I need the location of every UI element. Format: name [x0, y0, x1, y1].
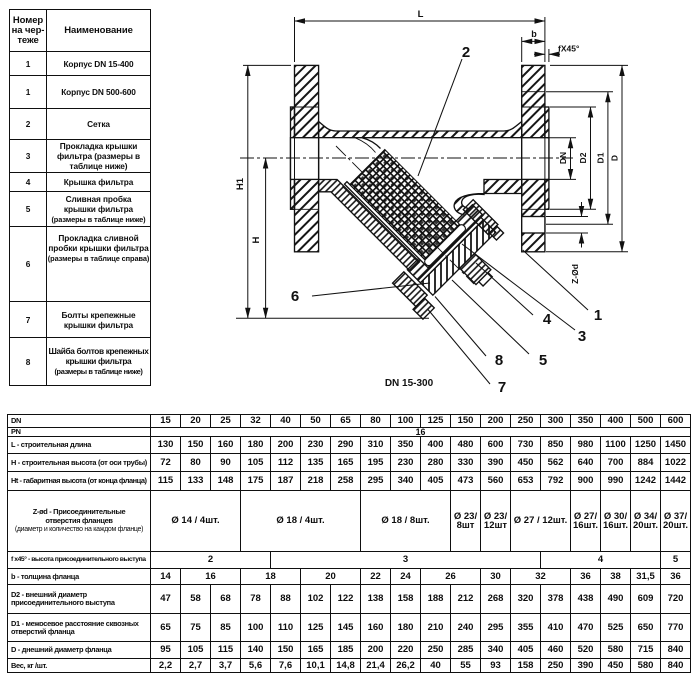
svg-text:D: D: [610, 155, 620, 161]
svg-text:L: L: [418, 9, 424, 20]
svg-text:2: 2: [462, 44, 470, 61]
svg-text:DN: DN: [558, 152, 568, 164]
svg-text:H: H: [251, 236, 262, 243]
svg-text:1: 1: [594, 307, 602, 324]
svg-text:4: 4: [543, 311, 552, 328]
svg-text:6: 6: [291, 288, 299, 305]
svg-text:D2: D2: [578, 152, 588, 163]
svg-text:3: 3: [578, 328, 586, 345]
svg-text:b: b: [531, 29, 537, 39]
svg-text:5: 5: [539, 352, 547, 369]
svg-text:8: 8: [495, 352, 503, 369]
svg-text:D1: D1: [596, 152, 606, 163]
svg-text:Z-Ød: Z-Ød: [570, 264, 580, 284]
svg-text:7: 7: [498, 379, 506, 396]
svg-text:DN 15-300: DN 15-300: [385, 378, 434, 389]
svg-text:H1: H1: [235, 177, 246, 190]
svg-text:fX45°: fX45°: [558, 44, 580, 54]
